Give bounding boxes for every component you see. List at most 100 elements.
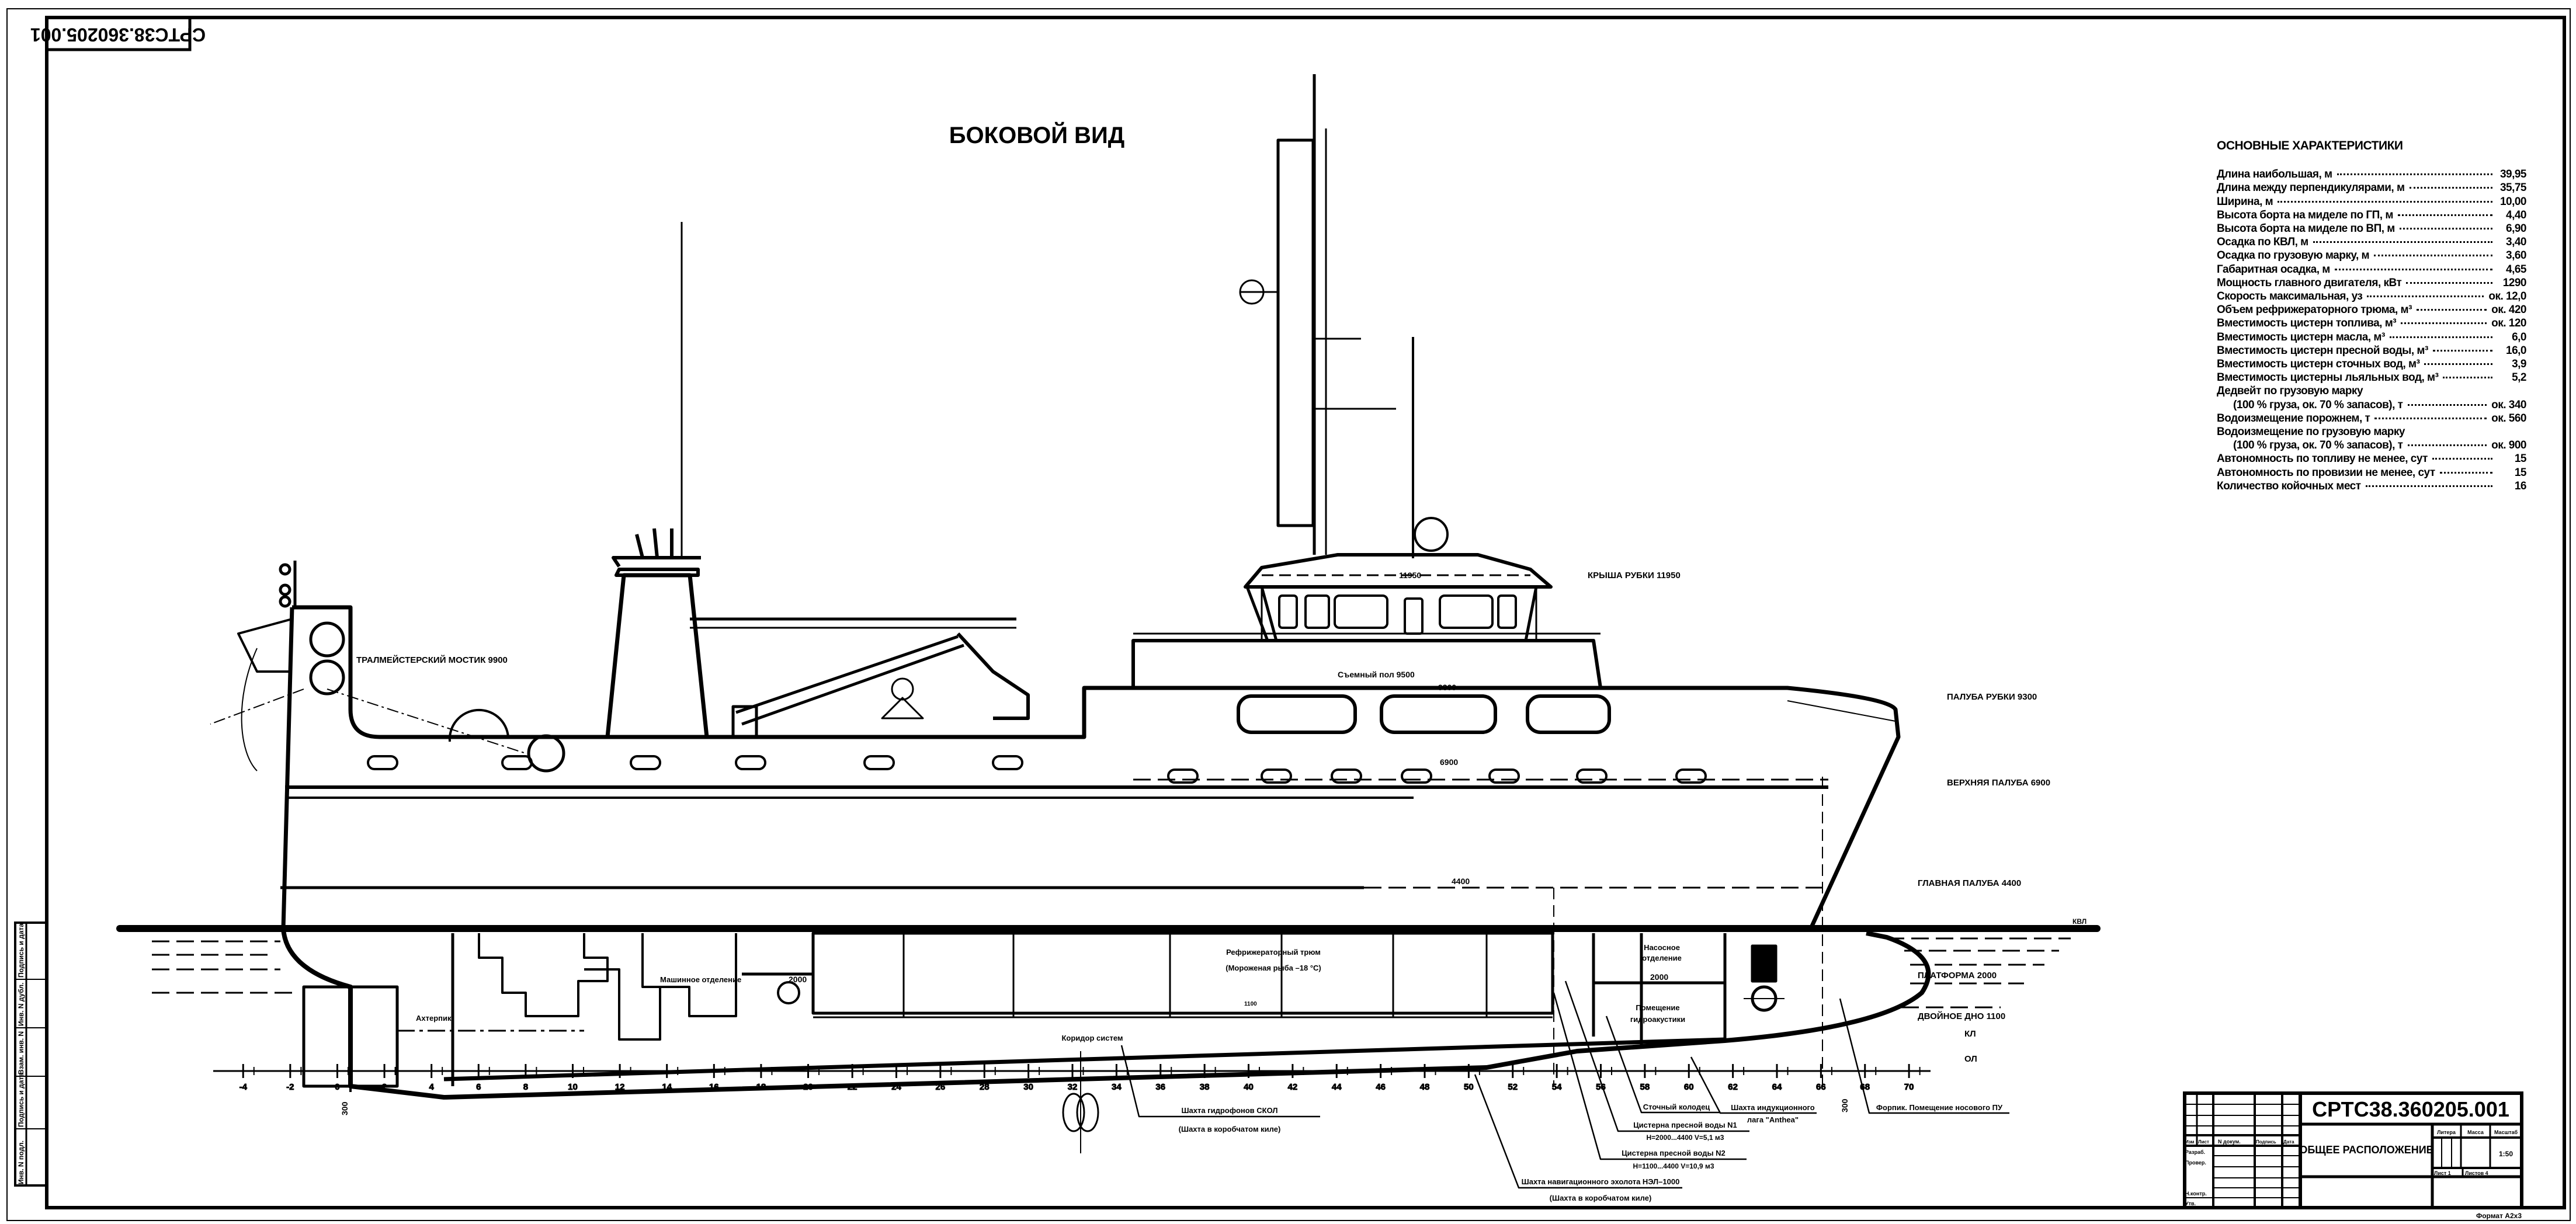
callout-label: H=1100...4400 V=10,9 м3 <box>1633 1162 1714 1170</box>
specs-title: ОСНОВНЫЕ ХАРАКТЕРИСТИКИ <box>2217 139 2403 152</box>
level-kvl: КВЛ <box>2072 917 2087 926</box>
spec-value: 15 <box>2514 466 2527 479</box>
tb-role: Разраб. <box>2185 1149 2205 1155</box>
tb-header: Подпись <box>2256 1139 2276 1145</box>
spec-label: Габаритная осадка, м <box>2217 263 2330 276</box>
spec-label: Вместимость цистерны льяльных вод, м³ <box>2217 371 2439 384</box>
spec-leader <box>2367 295 2484 298</box>
spec-label: Скорость максимальная, уз <box>2217 290 2363 303</box>
callout-label: Цистерна пресной воды N1 <box>1633 1121 1737 1129</box>
frame-number: 26 <box>936 1082 946 1092</box>
spec-value: 16,0 <box>2506 344 2526 357</box>
spec-leader <box>2416 309 2487 311</box>
spec-leader <box>2432 349 2492 352</box>
frame-number: 28 <box>980 1082 990 1092</box>
spec-value: 4,65 <box>2506 263 2526 276</box>
frame-number: -2 <box>286 1082 294 1092</box>
dim-label: 2000 <box>1650 972 1668 982</box>
callout-label: лага "Anthea" <box>1747 1115 1799 1124</box>
frame-number: 64 <box>1772 1082 1782 1092</box>
compartment-label: отделение <box>1642 954 1682 962</box>
frame-number: 32 <box>1068 1082 1078 1092</box>
top-stamp: СРТС38.360205.001 <box>30 16 206 51</box>
spec-value: ок. 120 <box>2491 317 2526 330</box>
spec-label: Автономность по топливу не менее, сут <box>2217 453 2428 465</box>
compartment-label: Ахтерпик <box>416 1014 452 1023</box>
spec-leader <box>2397 214 2492 216</box>
spec-label: (100 % груза, ок. 70 % запасов), т <box>2233 398 2403 411</box>
side-stamp-cell: Инв. N подл. <box>17 1140 25 1184</box>
bow-thruster <box>1744 944 1785 1012</box>
compartment-label: Машинное отделение <box>660 975 741 984</box>
compartment-bulkheads <box>451 931 1727 1086</box>
callout-label: (Шахта в коробчатом киле) <box>1550 1194 1652 1202</box>
level-platform: ПЛАТФОРМА 2000 <box>1918 971 1997 980</box>
spec-label: (100 % груза, ок. 70 % запасов), т <box>2233 439 2403 452</box>
scale-value: 1:50 <box>2499 1150 2513 1158</box>
spec-value: 35,75 <box>2499 182 2527 194</box>
callout-label: Сточный колодец <box>1643 1103 1710 1111</box>
spec-label: Количество койочных мест <box>2217 479 2361 492</box>
callout-leaders <box>1120 980 2009 1189</box>
frame-number: 14 <box>662 1082 672 1092</box>
title-block-text: СРТС38.360205.001 ОБЩЕЕ РАСПОЛОЖЕНИЕ Изм… <box>2185 1097 2522 1220</box>
trawl-gantry <box>210 561 565 773</box>
spec-label: Высота борта на миделе по ВП, м <box>2217 222 2395 235</box>
frame-number: 62 <box>1728 1082 1738 1092</box>
spec-label: Автономность по провизии не менее, сут <box>2217 466 2435 479</box>
frame-number: 4 <box>429 1082 435 1092</box>
spec-label: Длина наибольшая, м <box>2217 168 2332 181</box>
side-stamp: Инв. N подл. Подпись и дата Взам. инв. N… <box>14 922 48 1187</box>
spec-leader <box>2389 336 2492 338</box>
spec-value: 10,00 <box>2499 195 2527 208</box>
sheet-count: Листов 4 <box>2465 1170 2488 1176</box>
spec-value: 3,9 <box>2512 358 2526 371</box>
callout-labels: Шахта гидрофонов СКОЛ (Шахта в коробчато… <box>1179 1103 2003 1202</box>
spec-row: Автономность по топливу не менее, сут 15 <box>2217 452 2527 465</box>
dim-label: 2000 <box>789 975 807 984</box>
funnel <box>605 222 709 738</box>
tb-header: Масштаб <box>2494 1129 2518 1135</box>
frame-number: 2 <box>382 1082 387 1092</box>
top-stamp-code: СРТС38.360205.001 <box>30 25 206 46</box>
callout-label: (Шахта в коробчатом киле) <box>1179 1125 1281 1133</box>
wheelhouse-windows <box>1278 594 1517 635</box>
underwater-hull <box>281 928 1931 1100</box>
main-characteristics: ОСНОВНЫЕ ХАРАКТЕРИСТИКИ Длина наибольшая… <box>2217 139 2527 493</box>
spec-leader <box>2337 173 2492 176</box>
level-upper-deck: ВЕРХНЯЯ ПАЛУБА 6900 <box>1947 778 2050 788</box>
deck-crane <box>690 617 1030 739</box>
spec-leader <box>2406 281 2492 284</box>
waterline-dashes <box>152 937 2071 1009</box>
spec-leader <box>2374 255 2492 257</box>
spec-row: Дедвейт по грузовую марку <box>2217 384 2526 398</box>
level-trawl-bridge: ТРАЛМЕЙСТЕРСКИЙ МОСТИК 9900 <box>356 655 508 665</box>
spec-label: Вместимость цистерн пресной воды, м³ <box>2217 344 2428 357</box>
frame-number: 6 <box>476 1082 481 1092</box>
spec-label: Мощность главного двигателя, кВт <box>2217 276 2402 289</box>
dim-label: 300 <box>340 1101 349 1115</box>
spec-label: Длина между перпендикулярами, м <box>2217 182 2405 194</box>
frame-number: 52 <box>1508 1082 1518 1092</box>
level-ol: ОЛ <box>1964 1054 1977 1064</box>
level-main-deck: ГЛАВНАЯ ПАЛУБА 4400 <box>1918 878 2021 888</box>
frame-number: 18 <box>756 1082 766 1092</box>
compartment-label: (Мороженая рыба –18 °С) <box>1225 964 1321 972</box>
spec-value: 15 <box>2514 453 2527 465</box>
spec-label: Водоизмещение по грузовую марку <box>2217 426 2405 439</box>
wheelhouse-roof <box>1244 553 1553 589</box>
view-title: БОКОВОЙ ВИД <box>949 121 1124 148</box>
dim-label: 6900 <box>1440 757 1458 767</box>
spec-leader <box>2334 268 2492 270</box>
